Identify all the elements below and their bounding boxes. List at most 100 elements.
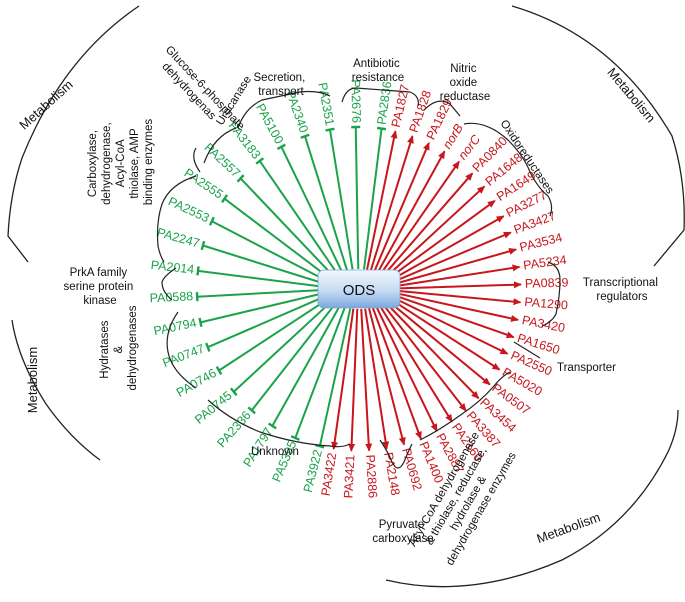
- gene-label-pa2676: PA2676: [348, 79, 363, 123]
- repressed-ray-pa5100: [280, 146, 343, 272]
- gene-label-pa5234: PA5234: [522, 253, 567, 273]
- induced-ray-pa1649: [388, 199, 496, 279]
- inhibition-bar-pa2555: [221, 194, 229, 204]
- bracket-pyruvate: [379, 439, 413, 469]
- gene-label-pa0588: PA0588: [149, 289, 193, 305]
- repressed-ray-pa3922: [318, 308, 352, 447]
- metabolism-label-bottom-right: Metabolism: [535, 509, 603, 546]
- inhibition-bar-pa0745: [229, 387, 238, 396]
- repressed-ray-pa2340: [304, 135, 348, 271]
- gene-label-pa2557: PA2557: [202, 140, 243, 180]
- repressed-ray-pa1797: [271, 305, 341, 427]
- inhibition-bar-pa2247: [200, 240, 206, 251]
- metabolism-arc-bottom-left: [11, 319, 101, 461]
- category-unknown: Unknown: [251, 446, 299, 458]
- bracket-urocanase: [203, 127, 237, 164]
- gene-label-pa2886: PA2886: [363, 454, 380, 498]
- induced-ray-pa2887: [375, 306, 438, 432]
- gene-label-pa2247: PA2247: [155, 225, 201, 250]
- bracket-oxidoreductases: [463, 122, 553, 217]
- gene-label-pa5100: PA5100: [253, 101, 286, 146]
- induced-ray-pa1648: [386, 185, 486, 278]
- metabolism-label-top-left: Metabolism: [16, 77, 75, 133]
- induced-ray-pa1828: [369, 135, 414, 271]
- induced-ray-pa2886: [360, 308, 373, 452]
- gene-label-pa0839: PA0839: [525, 276, 569, 291]
- induced-ray-pa5020: [389, 298, 501, 371]
- bracket-unknown: [207, 399, 351, 448]
- repressed-ray-pa2676: [354, 127, 360, 270]
- gene-label-pa2553: PA2553: [166, 194, 211, 225]
- induced-ray-pa3427: [392, 231, 512, 283]
- inhibition-bar-pa0794: [198, 317, 203, 328]
- ods-label: ODS: [343, 282, 376, 299]
- inhibition-bar-pa5100: [276, 143, 286, 151]
- repressed-ray-pa2014: [197, 269, 324, 288]
- repressed-ray-pa0794: [200, 292, 325, 324]
- induced-ray-pa1829: [373, 141, 430, 272]
- bracket-transcriptional: [541, 261, 561, 327]
- repressed-ray-pa2351: [329, 129, 354, 270]
- induced-ray-pa0840: [383, 172, 474, 276]
- inhibition-bar-pa2553: [208, 216, 215, 226]
- category-carboxylase: Carboxylase, dehydrogenase, Acyl-CoA thi…: [87, 119, 155, 206]
- induced-ray-pa3454: [384, 301, 480, 400]
- metabolism-arc-bottom-right: [385, 409, 679, 588]
- bracket-nitric: [423, 100, 461, 117]
- category-brackets: [156, 87, 561, 469]
- inhibition-bar-pa2014: [196, 266, 200, 276]
- inhibition-bar-pa2351: [325, 127, 335, 132]
- ods-center-node: ODS: [317, 269, 401, 309]
- induced-ray-norb: [377, 150, 446, 273]
- induced-ray-pa3422: [331, 308, 355, 450]
- induced-ray-pa1400: [371, 307, 422, 440]
- gene-label-pa2148: PA2148: [381, 451, 402, 496]
- induced-ray-pa3387: [381, 303, 467, 412]
- repressed-ray-pa2247: [202, 244, 325, 285]
- induced-ray-pa0839: [394, 281, 522, 290]
- repressed-ray-pa2336: [250, 303, 336, 411]
- metabolism-label-top-right: Metabolism: [604, 65, 658, 126]
- inhibition-bar-pa0746: [215, 366, 223, 376]
- bracket-transporter: [513, 341, 541, 359]
- inhibition-bar-pa0747: [205, 342, 211, 352]
- repressed-ray-pa3183: [258, 160, 338, 274]
- inhibition-bar-pa2836: [376, 126, 387, 131]
- gene-label-pa0745: PA0745: [192, 388, 235, 426]
- bracket-hydratases: [166, 311, 197, 389]
- bracket-carboxylase: [156, 175, 197, 263]
- category-secretion: Secretion, transport: [254, 72, 309, 98]
- repressed-ray-pa0745: [233, 300, 332, 393]
- induced-ray-pa3277: [390, 215, 505, 281]
- bracket-antibiotic: [341, 87, 419, 107]
- metabolism-arcs: [7, 5, 685, 588]
- inhibition-bar-pa2340: [300, 133, 310, 139]
- inhibition-bar-pa2336: [247, 406, 256, 415]
- gene-label-pa2351: PA2351: [315, 81, 337, 126]
- gene-label-pa0794: PA0794: [152, 316, 198, 339]
- induced-ray-pa3534: [393, 247, 518, 286]
- metabolism-label-bottom-left: Metabolism: [25, 347, 40, 413]
- repressed-ray-pa5395: [294, 307, 346, 439]
- category-hydratases: Hydratases & dehydrogenases: [99, 305, 139, 390]
- induced-ray-pa2160: [378, 304, 453, 423]
- repressed-ray-pa0747: [207, 295, 326, 349]
- gene-label-pa2836: PA2836: [374, 80, 394, 125]
- induced-ray-pa0507: [387, 300, 491, 386]
- induced-ray-pa2148: [364, 308, 390, 450]
- induced-ray-norc: [380, 160, 460, 274]
- regulation-rays: [195, 125, 522, 452]
- repressed-ray-pa0746: [218, 298, 329, 372]
- induced-ray-pa2550: [391, 296, 509, 355]
- metabolism-arc-top-right: [511, 5, 685, 267]
- induced-ray-pa3421: [348, 308, 359, 452]
- category-transporter: Transporter: [557, 362, 616, 374]
- inhibition-bar-pa3183: [255, 157, 265, 165]
- gene-label-pa0746: PA0746: [174, 366, 219, 400]
- ods-box: [317, 269, 401, 309]
- repressed-ray-pa2553: [211, 220, 327, 282]
- repressed-ray-pa2557: [239, 177, 334, 277]
- induced-ray-pa5234: [394, 264, 521, 288]
